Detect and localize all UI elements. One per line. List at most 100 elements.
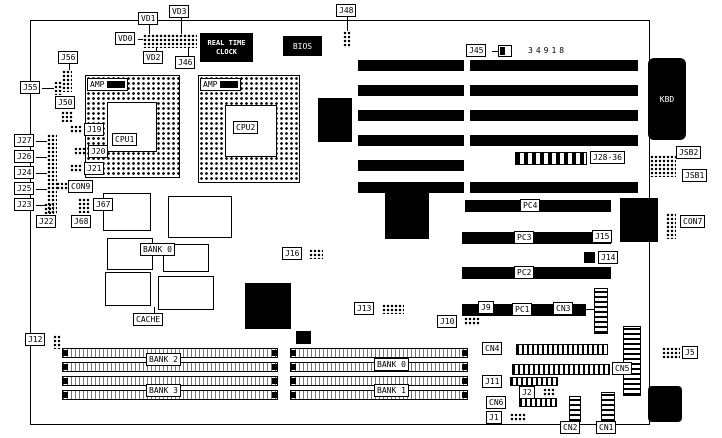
j45-label: J45 [466, 44, 487, 57]
j11-label: J11 [482, 375, 503, 388]
power-connector [623, 326, 641, 396]
vd0-label: VD0 [115, 32, 136, 45]
cn1-label: CN1 [596, 421, 617, 434]
cn3-leader-line [582, 309, 594, 310]
simm-slot [290, 348, 468, 358]
j16-pins [309, 249, 323, 259]
isa-slot-2-right [470, 85, 638, 96]
amp1-bar [107, 81, 126, 88]
pc3-label: PC3 [514, 231, 535, 244]
chip-qfp-3 [620, 198, 658, 242]
isa-slot-4-right [470, 135, 638, 146]
bank0-ram-label: BANK 0 [374, 358, 409, 371]
j23-leader-line [36, 205, 47, 206]
j56-label: J56 [58, 51, 79, 64]
bios-text: BIOS [292, 41, 313, 51]
j19-label: J19 [84, 123, 105, 136]
j48-label: J48 [336, 4, 357, 17]
isa-slot-6-right [470, 182, 638, 193]
cn4-label: CN4 [482, 342, 503, 355]
isa-slot-1-left [358, 60, 464, 71]
cache-leader-line [154, 307, 155, 314]
cn6-label: CN6 [486, 396, 507, 409]
j21-pins [70, 164, 82, 173]
j46-label: J46 [175, 56, 196, 69]
j55-pins [54, 81, 62, 95]
j19-pins [70, 125, 82, 134]
bank3-label: BANK 3 [146, 384, 181, 397]
isa-slot-4-left [358, 135, 464, 146]
chip-qfp-4 [245, 283, 291, 329]
isa-slot-3-right [470, 110, 638, 121]
isa-slot-6-left [358, 182, 464, 193]
isa-slot-5-left [358, 160, 464, 171]
cache-label: CACHE [133, 313, 164, 326]
pc1-label: PC1 [512, 303, 533, 316]
vd1-leader-line [149, 25, 150, 34]
j46-leader-line [188, 48, 189, 56]
j10-label: J10 [437, 315, 458, 328]
cache-chip [105, 272, 151, 306]
j50-pins [61, 111, 73, 122]
j10-pins [464, 317, 480, 326]
j20-label: J20 [88, 145, 109, 158]
j67-label: J67 [93, 198, 114, 211]
real-time-clock-chip: REAL TIME CLOCK [200, 33, 253, 62]
j55-leader-line [42, 88, 54, 89]
j25-label: J25 [14, 182, 35, 195]
pci-slot-pc2 [462, 267, 611, 279]
j68-label: J68 [71, 215, 92, 228]
chip-qfp-2 [385, 193, 429, 239]
j16-label: J16 [282, 247, 303, 260]
isa-slot-1-right [470, 60, 638, 71]
j1-label: J1 [486, 411, 502, 424]
cn2-label: CN2 [560, 421, 581, 434]
j15-pins [578, 233, 590, 242]
j56-leader-line [69, 64, 70, 70]
con7-pins [666, 213, 676, 239]
j15-label: J15 [592, 230, 613, 243]
amp-label-cpu2: AMP [200, 78, 242, 91]
con9-label: CON9 [68, 180, 94, 193]
cpu1-label: CPU1 [112, 133, 138, 146]
cpu2-label: CPU2 [233, 121, 259, 134]
j13-label: J13 [354, 302, 375, 315]
j21-label: J21 [84, 162, 105, 175]
amp-label-cpu1: AMP [87, 78, 129, 91]
cn4-connector [516, 344, 608, 355]
cn6-connector [519, 398, 557, 407]
j20-pins [74, 147, 86, 156]
cache-bank0-label: BANK 0 [140, 243, 175, 256]
j56-pins [62, 70, 72, 92]
jsb-pins [650, 155, 676, 177]
chip-small-1 [296, 331, 311, 344]
vd3-label: VD3 [169, 5, 190, 18]
j45-component-fill [500, 47, 505, 55]
amp2-text: AMP [203, 80, 218, 89]
chip-qfp-1 [318, 98, 352, 142]
cn5-label: CN5 [612, 362, 633, 375]
j48-pins [343, 31, 351, 48]
j26-leader-line [36, 157, 47, 158]
j5-label: J5 [682, 346, 698, 359]
j1-pins [510, 413, 526, 422]
j27-label: J27 [14, 134, 35, 147]
mouse-port-connector [648, 386, 682, 422]
cn3-label: CN3 [553, 302, 574, 315]
j25-leader-line [36, 189, 47, 190]
isa-slot-2-left [358, 85, 464, 96]
vd3-leader-line [181, 18, 182, 34]
pc4-label: PC4 [520, 199, 541, 212]
vd0-leader-line [138, 39, 143, 40]
pc2-label: PC2 [514, 266, 535, 279]
j24-label: J24 [14, 166, 35, 179]
j13-pins [382, 304, 404, 314]
part-number-text: 34918 [528, 46, 568, 55]
jsb1-label: JSB1 [682, 169, 708, 182]
amp1-text: AMP [90, 80, 105, 89]
j23-label: J23 [14, 198, 35, 211]
j67-j68-pins [78, 198, 90, 213]
cn3-connector [594, 288, 608, 334]
j45-leader-line [492, 51, 498, 52]
